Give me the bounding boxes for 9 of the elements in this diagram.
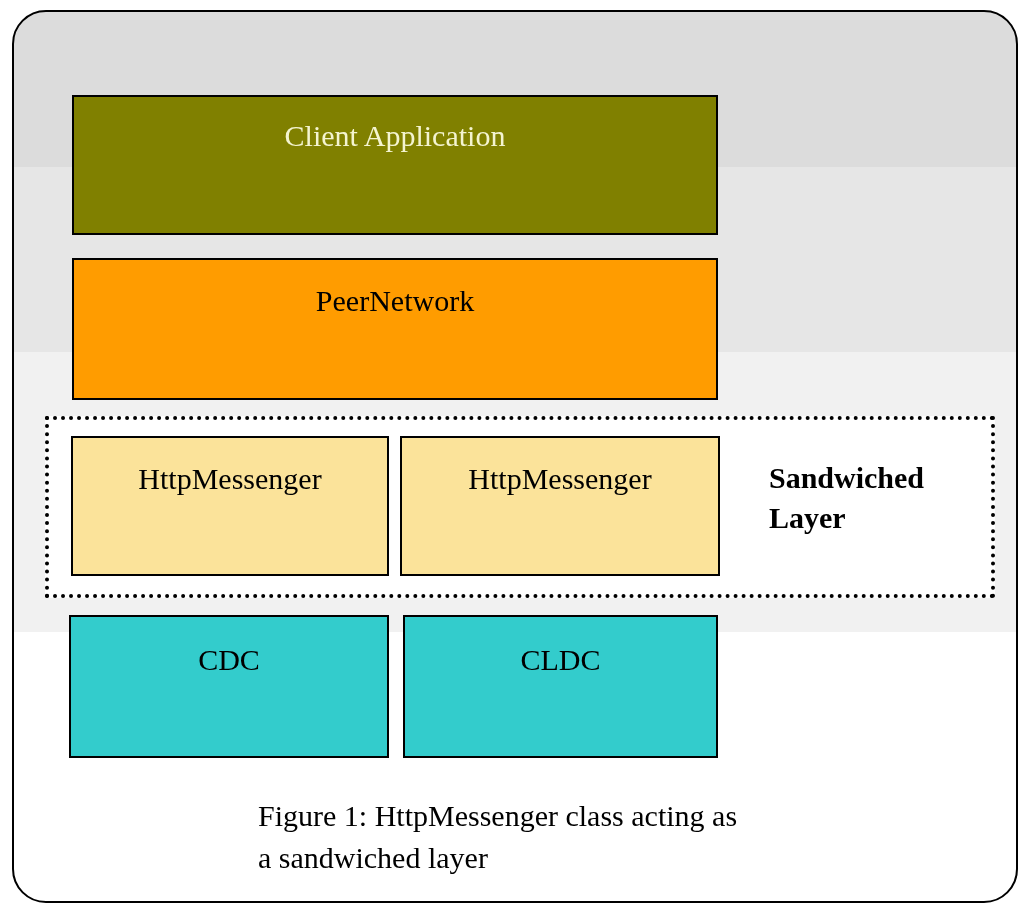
layer-box: CDC bbox=[69, 615, 389, 758]
layer-box: Client Application bbox=[72, 95, 718, 235]
layer-title: Sandwiched Layer bbox=[769, 460, 926, 536]
layer-box: PeerNetwork bbox=[72, 258, 718, 400]
layer-box: HttpMessenger bbox=[400, 436, 720, 576]
layer-box: CLDC bbox=[403, 615, 718, 758]
figure-caption: Figure 1: HttpMessenger class acting as a sandwiched layer bbox=[258, 798, 738, 876]
dotted-layer-box bbox=[45, 416, 995, 598]
layer-box: HttpMessenger bbox=[71, 436, 389, 576]
